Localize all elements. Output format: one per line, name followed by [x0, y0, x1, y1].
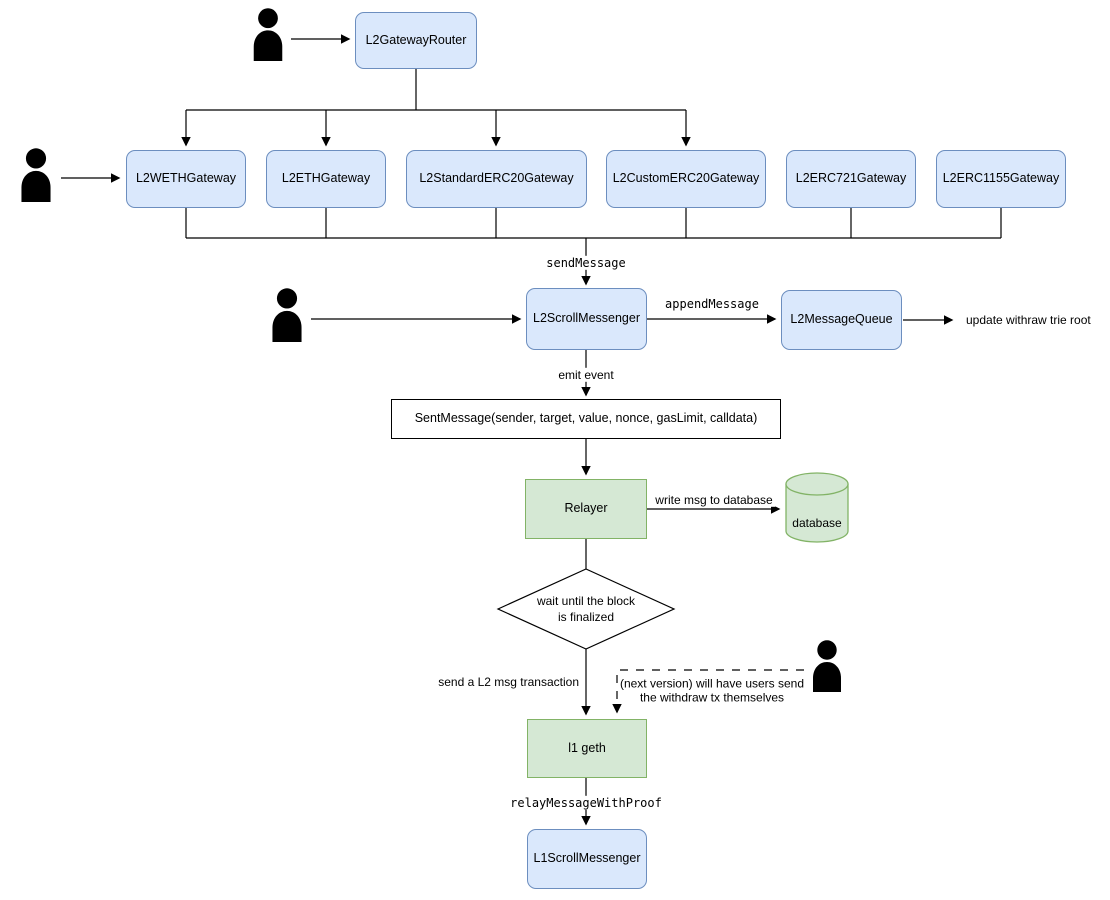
node-l2wethgateway: L2WETHGateway	[126, 150, 246, 208]
edge-label-sendmessage: sendMessage	[543, 255, 629, 271]
edge-label-update-root: update withraw trie root	[966, 313, 1091, 327]
edge-label-emit-event: emit event	[555, 367, 617, 383]
node-l2ethgateway: L2ETHGateway	[266, 150, 386, 208]
node-l2standarderc20gateway: L2StandardERC20Gateway	[406, 150, 587, 208]
user-icon-top	[247, 8, 289, 61]
node-l2scrollmessenger: L2ScrollMessenger	[526, 288, 647, 350]
node-l2customerc20gateway: L2CustomERC20Gateway	[606, 150, 766, 208]
node-database-label: database	[792, 516, 842, 530]
node-l2messagequeue: L2MessageQueue	[781, 290, 902, 350]
database-cylinder-icon	[785, 472, 849, 543]
node-l2erc721gateway: L2ERC721Gateway	[786, 150, 916, 208]
node-sentmessage-event: SentMessage(sender, target, value, nonce…	[391, 399, 781, 439]
user-icon-next-version	[806, 640, 848, 692]
user-icon-messenger	[266, 288, 308, 342]
node-l2gatewayrouter: L2GatewayRouter	[355, 12, 477, 69]
edge-label-next-version: (next version) will have users send the …	[619, 676, 805, 705]
node-l2erc1155gateway: L2ERC1155Gateway	[936, 150, 1066, 208]
user-icon-left	[14, 148, 58, 202]
node-l1geth: l1 geth	[527, 719, 647, 778]
edge-label-appendmessage: appendMessage	[662, 296, 762, 312]
edge-label-relaymessage: relayMessageWithProof	[507, 795, 665, 811]
edge-label-send-l2-tx: send a L2 msg transaction	[435, 674, 582, 690]
node-l1scrollmessenger: L1ScrollMessenger	[527, 829, 647, 889]
node-finalize-diamond-shape	[496, 568, 676, 650]
edge-label-write-db: write msg to database	[652, 492, 776, 508]
node-relayer: Relayer	[525, 479, 647, 539]
edge-next-version-dashed	[612, 669, 804, 714]
node-finalize-diamond-label: wait until the block is finalized	[536, 593, 636, 624]
